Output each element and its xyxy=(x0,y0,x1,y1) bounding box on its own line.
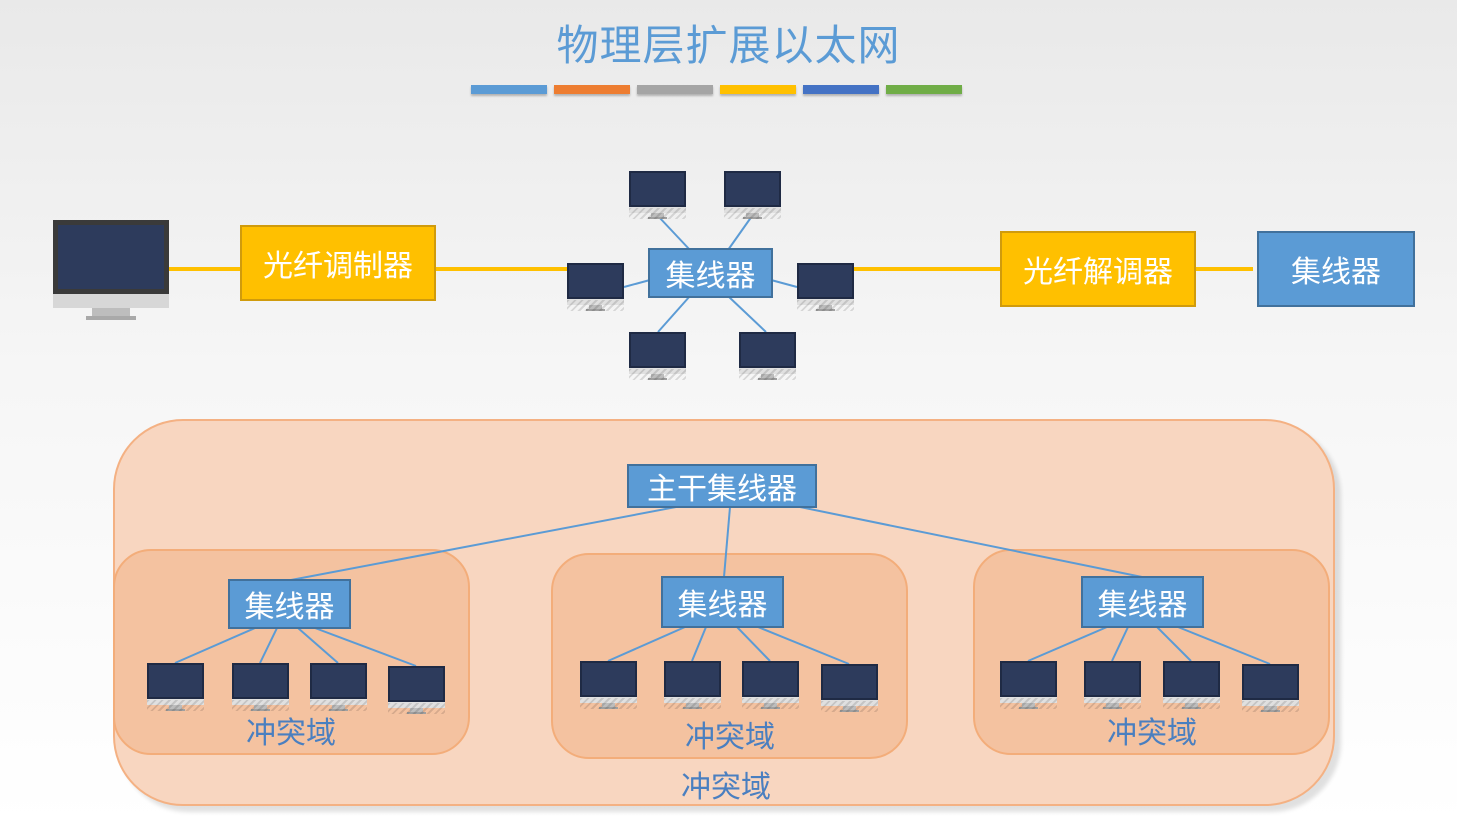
page-title: 物理层扩展以太网 xyxy=(556,21,901,70)
monitor-icon xyxy=(580,661,637,711)
monitor-icon xyxy=(664,661,721,711)
accent-color-bars xyxy=(471,85,969,94)
monitor-icon xyxy=(567,263,624,313)
monitor-icon xyxy=(310,663,367,713)
accent-bar-1 xyxy=(471,85,547,94)
accent-bar-4 xyxy=(720,85,796,94)
outer-collision-domain-label: 冲突域 xyxy=(681,770,771,805)
monitor-icon xyxy=(1084,661,1141,711)
monitor-icon xyxy=(821,664,878,714)
monitor-icon xyxy=(232,663,289,713)
center-hub: 集线器 xyxy=(648,248,773,298)
accent-bar-6 xyxy=(886,85,962,94)
collision-domain-label-1: 冲突域 xyxy=(246,716,336,751)
fiber-modulator: 光纤调制器 xyxy=(240,225,436,301)
monitor-icon xyxy=(742,661,799,711)
backbone-hub: 主干集线器 xyxy=(627,464,817,508)
collision-domain-label-3: 冲突域 xyxy=(1107,716,1197,751)
monitor-icon xyxy=(739,332,796,382)
right-hub: 集线器 xyxy=(1257,231,1415,307)
monitor-icon xyxy=(388,666,445,716)
group-hub-1: 集线器 xyxy=(228,579,351,629)
monitor-icon xyxy=(1000,661,1057,711)
group-hub-3: 集线器 xyxy=(1081,576,1204,628)
monitor-icon xyxy=(724,171,781,221)
collision-domain-1 xyxy=(113,549,470,755)
monitor-icon xyxy=(797,263,854,313)
monitor-icon xyxy=(147,663,204,713)
fiber-demodulator: 光纤解调器 xyxy=(1000,231,1196,307)
monitor-icon xyxy=(53,220,169,322)
collision-domain-label-2: 冲突域 xyxy=(685,720,775,755)
accent-bar-2 xyxy=(554,85,630,94)
accent-bar-3 xyxy=(637,85,713,94)
monitor-icon xyxy=(629,332,686,382)
accent-bar-5 xyxy=(803,85,879,94)
monitor-icon xyxy=(629,171,686,221)
monitor-icon xyxy=(1163,661,1220,711)
group-hub-2: 集线器 xyxy=(661,576,784,628)
monitor-icon xyxy=(1242,664,1299,714)
